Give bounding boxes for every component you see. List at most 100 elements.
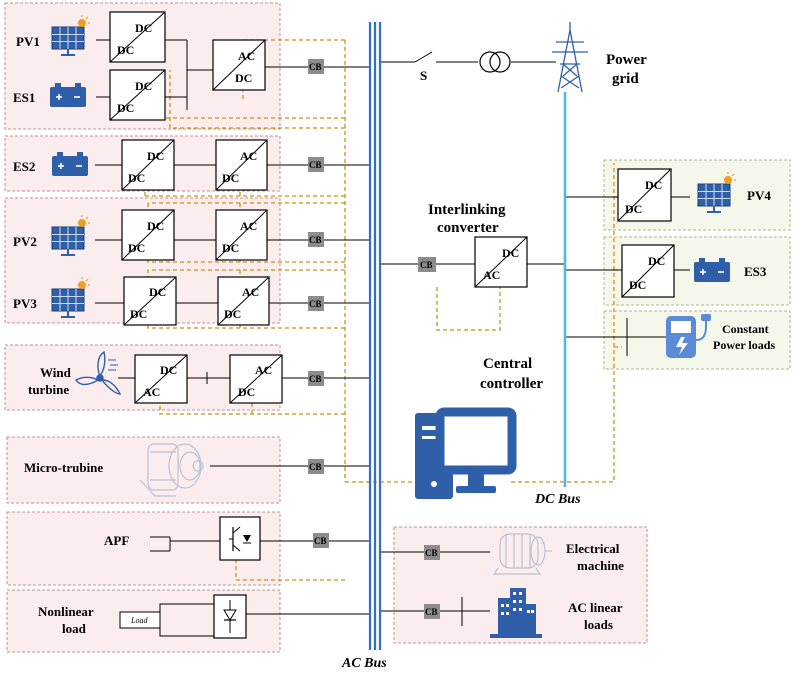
label-nonlinear-1: Nonlinear bbox=[38, 604, 94, 619]
svg-text:AC: AC bbox=[240, 149, 257, 163]
svg-text:AC: AC bbox=[255, 363, 272, 377]
label-ac-bus: AC Bus bbox=[341, 656, 387, 671]
svg-text:AC: AC bbox=[143, 385, 160, 399]
label-micro: Micro-trubine bbox=[24, 460, 103, 475]
svg-text:AC: AC bbox=[242, 285, 259, 299]
svg-text:DC: DC bbox=[117, 101, 134, 115]
label-wind-1: Wind bbox=[40, 365, 72, 380]
svg-text:DC: DC bbox=[117, 43, 134, 57]
svg-text:DC: DC bbox=[147, 219, 164, 233]
panel-micro bbox=[6, 436, 281, 504]
label-cpl-2: Power loads bbox=[713, 338, 775, 352]
svg-text:AC: AC bbox=[483, 268, 500, 282]
svg-text:DC: DC bbox=[625, 202, 642, 216]
circuit-breaker-icon: CB bbox=[308, 59, 324, 74]
micro-turbine-icon bbox=[139, 443, 204, 497]
circuit-breaker-icon: CB bbox=[308, 157, 324, 172]
circuit-breaker-icon: CB bbox=[418, 257, 436, 272]
svg-text:AC: AC bbox=[238, 49, 255, 63]
svg-text:DC: DC bbox=[160, 363, 177, 377]
ev-charger-icon bbox=[666, 314, 711, 358]
label-pv3: PV3 bbox=[13, 296, 37, 311]
label-pv4: PV4 bbox=[747, 188, 771, 203]
svg-text:CB: CB bbox=[420, 260, 433, 270]
label-grid-2: grid bbox=[612, 71, 639, 87]
label-es1: ES1 bbox=[13, 90, 35, 105]
power-wires bbox=[95, 39, 690, 637]
svg-text:DC: DC bbox=[128, 241, 145, 255]
ac-bus bbox=[368, 22, 382, 650]
load-box: Load bbox=[119, 611, 161, 629]
label-central-1: Central bbox=[483, 356, 532, 372]
svg-text:CB: CB bbox=[309, 299, 322, 309]
svg-text:CB: CB bbox=[309, 462, 322, 472]
svg-text:Load: Load bbox=[130, 616, 148, 625]
svg-text:DC: DC bbox=[645, 178, 662, 192]
label-machine-1: Electrical bbox=[566, 541, 620, 556]
circuit-breaker-icon: CB bbox=[308, 371, 324, 386]
circuit-breaker-icon: CB bbox=[424, 545, 440, 560]
label-interlinking-2: converter bbox=[437, 220, 499, 236]
svg-text:DC: DC bbox=[235, 71, 252, 85]
svg-text:DC: DC bbox=[147, 149, 164, 163]
svg-text:DC: DC bbox=[222, 241, 239, 255]
label-pv2: PV2 bbox=[13, 234, 37, 249]
circuit-breaker-icon: CB bbox=[308, 459, 324, 474]
wind-turbine-icon bbox=[74, 350, 122, 395]
label-apf: APF bbox=[104, 533, 129, 548]
label-acload-2: loads bbox=[584, 617, 613, 632]
svg-text:AC: AC bbox=[240, 219, 257, 233]
svg-text:DC: DC bbox=[238, 385, 255, 399]
svg-text:DC: DC bbox=[629, 278, 646, 292]
circuit-breaker-icon: CB bbox=[308, 296, 324, 311]
svg-text:CB: CB bbox=[309, 235, 322, 245]
svg-text:CB: CB bbox=[425, 607, 438, 617]
svg-text:CB: CB bbox=[309, 374, 322, 384]
transformer-icon bbox=[479, 51, 511, 73]
svg-text:DC: DC bbox=[130, 307, 147, 321]
svg-text:DC: DC bbox=[135, 21, 152, 35]
svg-text:CB: CB bbox=[309, 160, 322, 170]
label-central-2: controller bbox=[480, 376, 543, 392]
label-acload-1: AC linear bbox=[568, 600, 623, 615]
svg-text:CB: CB bbox=[309, 62, 322, 72]
transmission-tower-icon bbox=[552, 22, 588, 93]
computer-icon bbox=[415, 407, 517, 499]
svg-text:DC: DC bbox=[149, 285, 166, 299]
svg-text:DC: DC bbox=[128, 171, 145, 185]
label-grid-1: Power bbox=[606, 52, 647, 68]
label-cpl-1: Constant bbox=[722, 322, 769, 336]
circuit-breaker-icon: CB bbox=[424, 604, 440, 619]
svg-text:CB: CB bbox=[425, 548, 438, 558]
label-machine-2: machine bbox=[577, 558, 624, 573]
circuit-breaker-icon: CB bbox=[313, 533, 329, 548]
label-es3: ES3 bbox=[744, 264, 767, 279]
building-icon bbox=[490, 588, 542, 638]
svg-text:DC: DC bbox=[222, 171, 239, 185]
apf-igbt-icon bbox=[219, 516, 261, 561]
svg-text:DC: DC bbox=[648, 254, 665, 268]
label-es2: ES2 bbox=[13, 159, 35, 174]
svg-text:DC: DC bbox=[224, 307, 241, 321]
electric-motor-icon bbox=[492, 533, 552, 575]
diode-rectifier-icon bbox=[213, 594, 247, 639]
label-wind-2: turbine bbox=[28, 382, 69, 397]
converter-pv1-es1-inverter: AC DC bbox=[212, 39, 266, 91]
svg-text:DC: DC bbox=[135, 79, 152, 93]
svg-text:DC: DC bbox=[502, 246, 519, 260]
circuit-breaker-icon: CB bbox=[308, 232, 324, 247]
label-pv1: PV1 bbox=[16, 34, 40, 49]
